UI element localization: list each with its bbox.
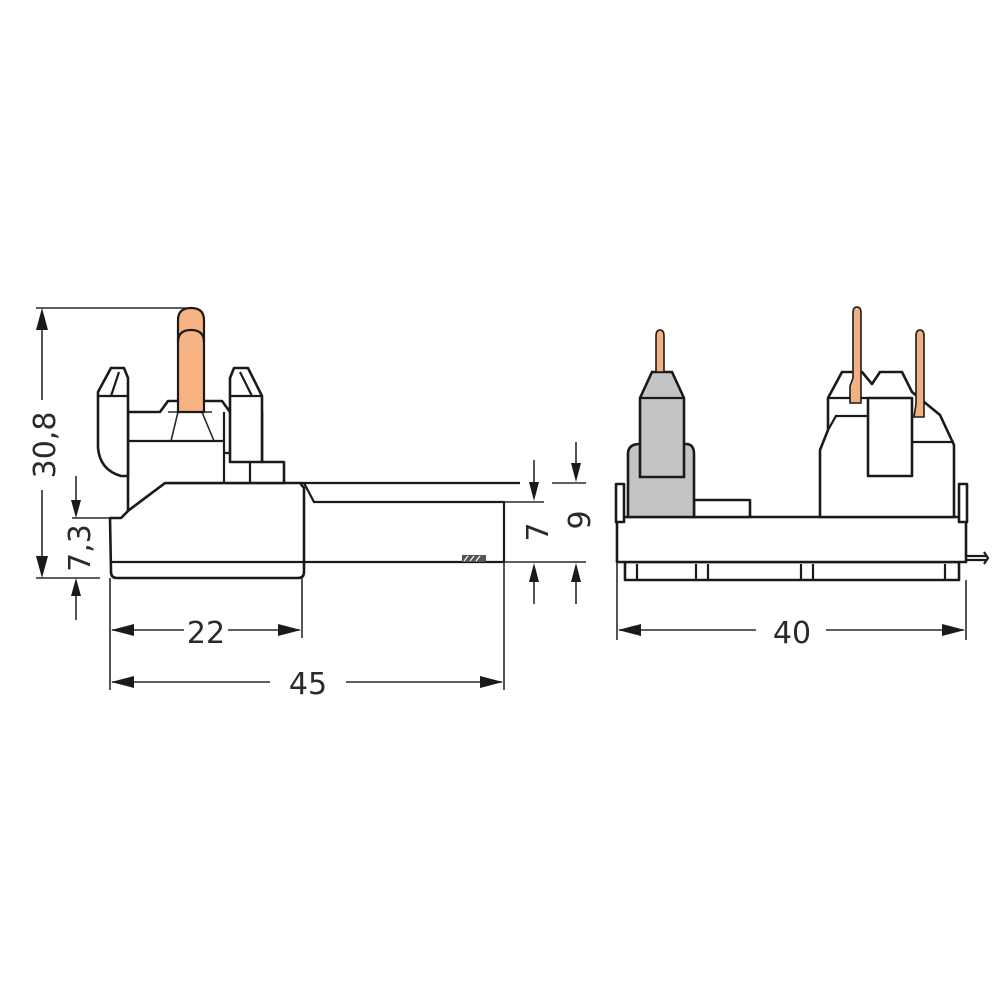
front-view-right-housing [818,306,956,519]
dimension-base-height-label: 7,3 [63,524,98,572]
marking-label-icon [462,555,486,562]
side-view-base-body [108,481,306,580]
side-view-tail [300,481,520,564]
front-view-grey-connector [626,329,696,519]
front-view: 40 [614,306,990,651]
front-view-right-pin [913,329,925,418]
side-view: 30,8 7,3 22 45 [28,306,598,702]
front-view-base-rail [623,560,961,582]
dimension-tail-outer-label: 9 [563,510,598,529]
side-view-operating-pin [176,306,206,414]
dimension-tail-heights: 7 9 [504,442,598,604]
front-view-right-end-tab [957,482,969,524]
front-view-side-pin [967,551,990,565]
front-view-step-block [692,498,752,519]
dimension-tail-inner-label: 7 [521,522,556,541]
dimension-body-length-label: 22 [187,616,225,651]
dimension-front-width: 40 [616,562,967,651]
dimension-total-height-label: 30,8 [28,412,63,479]
dimension-total-length: 45 [111,562,505,702]
dimension-total-height: 30,8 [28,307,190,579]
front-view-base-bar [615,515,968,564]
front-view-left-pin [655,329,665,373]
front-view-left-end-tab [614,482,626,524]
side-view-left-latch [96,366,130,478]
dimension-base-height: 7,3 [63,476,110,620]
dimension-total-length-label: 45 [289,667,327,702]
dimension-front-width-label: 40 [773,616,811,651]
dimension-body-length: 22 [109,578,303,690]
front-view-center-pin [849,306,862,404]
